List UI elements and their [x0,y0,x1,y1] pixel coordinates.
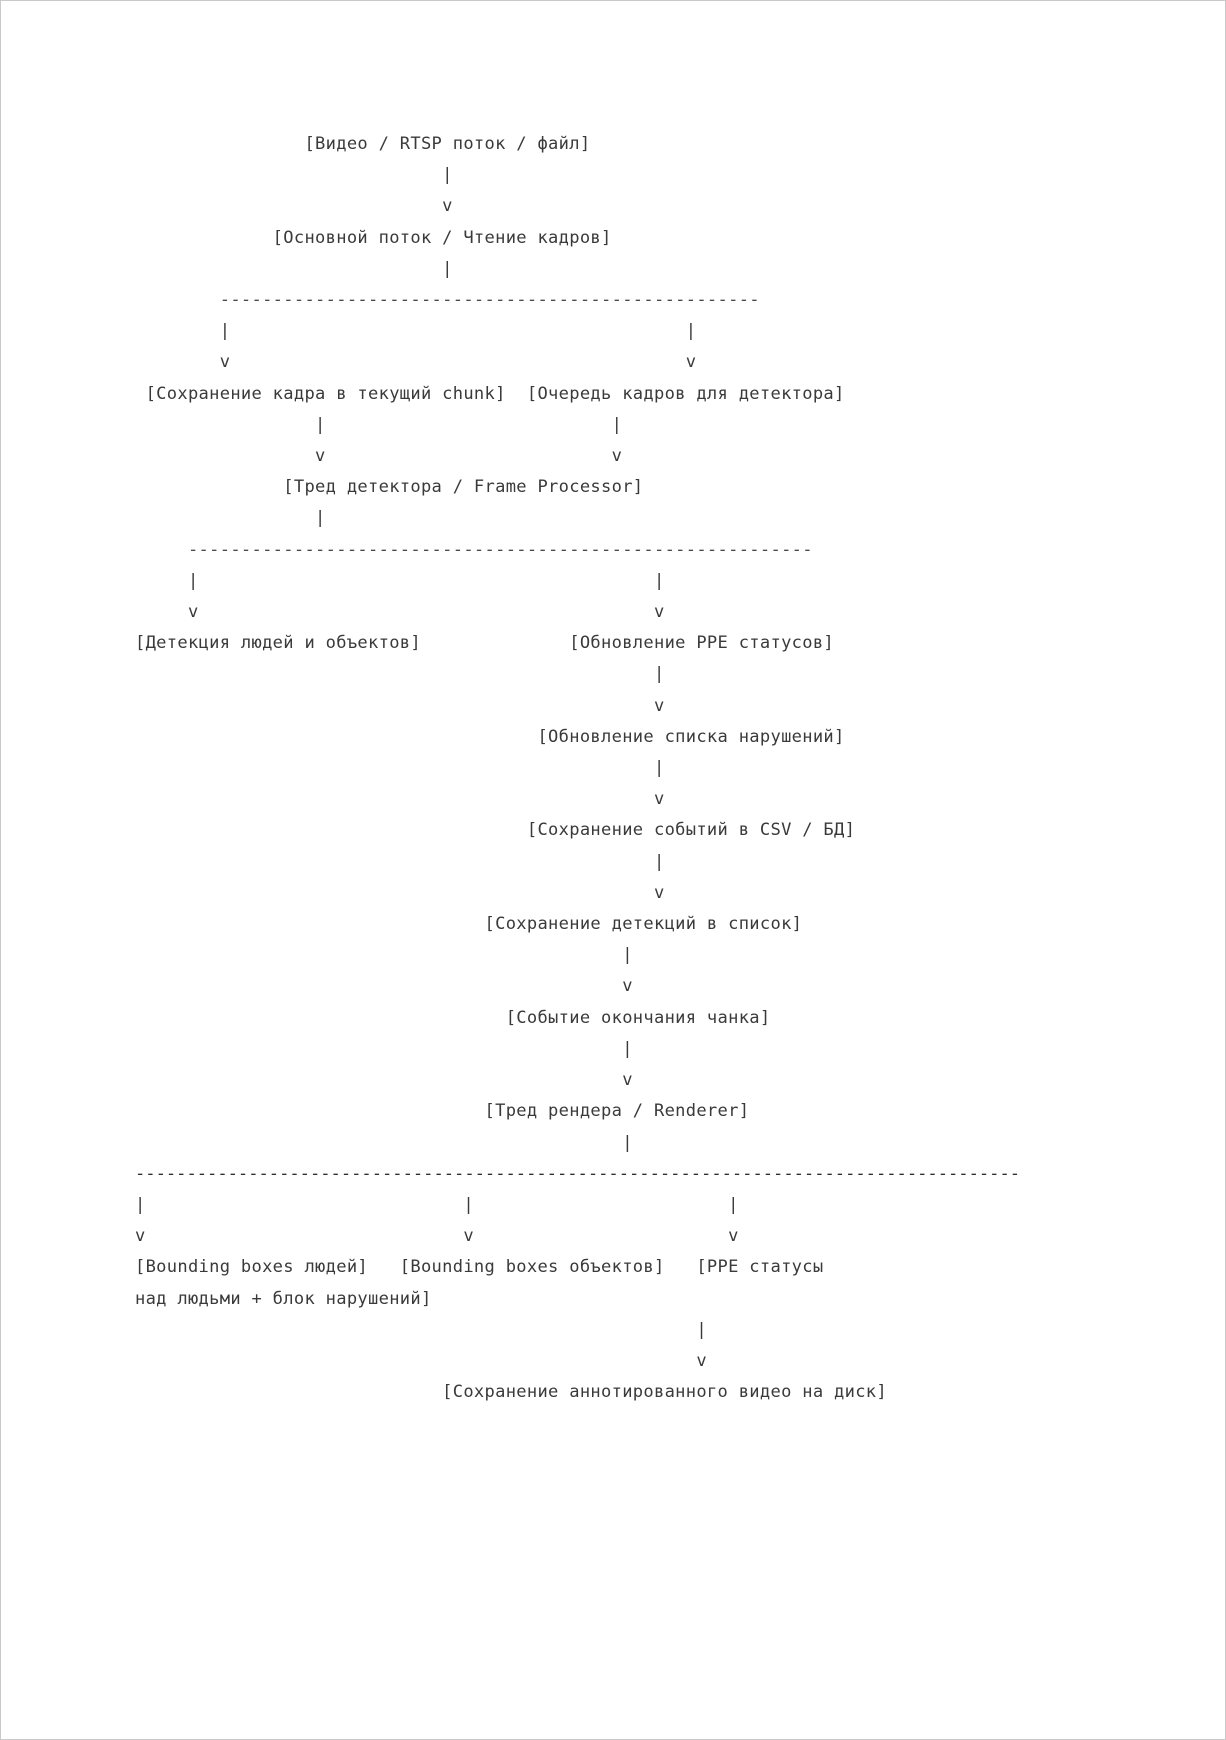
ascii-line-node: [Тред детектора / Frame Processor] [135,477,644,498]
ascii-line-pipe: | | | [135,1194,739,1215]
ascii-line-pipe: | [135,508,326,529]
ascii-line-pipe: | | [135,570,665,591]
ascii-line-arrow: v [135,1350,707,1371]
ascii-line-node: [Сохранение аннотированного видео на дис… [135,1382,887,1403]
ascii-line-node: [Видео / RTSP поток / файл] [135,134,591,154]
ascii-line-node: [Сохранение кадра в текущий chunk] [Очер… [135,383,845,404]
ascii-line-pipe: | [135,1132,633,1153]
ascii-line-pipe: | [135,165,453,186]
ascii-line-pipe: | [135,1319,707,1340]
ascii-line-pipe: | [135,945,633,966]
ascii-line-arrow: v v [135,352,697,373]
ascii-line-node: [Сохранение детекций в список] [135,914,803,935]
ascii-line-pipe: | | [135,414,623,435]
ascii-line-node: [Bounding boxes людей] [Bounding boxes о… [135,1257,824,1278]
ascii-line-arrow: v [135,196,453,217]
ascii-line-arrow: v v [135,602,665,623]
ascii-line-node: [Обновление списка нарушений] [135,726,845,747]
ascii-line-arrow: v v [135,446,623,467]
ascii-line-node: [Событие окончания чанка] [135,1007,771,1028]
ascii-line-node: [Детекция людей и объектов] [Обновление … [135,633,835,654]
ascii-line-pipe: | [135,851,665,872]
ascii-line-arrow: v [135,1070,633,1091]
ascii-line-pipe: | | [135,321,697,342]
ascii-flow-diagram: [Видео / RTSP поток / файл] | v [Основно… [135,129,1020,1408]
ascii-line-arrow: v [135,695,665,716]
ascii-line-node: [Тред рендера / Renderer] [135,1101,750,1122]
ascii-line-node: над людьми + блок нарушений] [135,1288,432,1309]
ascii-line-pipe: | [135,664,665,685]
ascii-line-rule: ----------------------------------------… [135,539,813,560]
ascii-line-pipe: | [135,258,453,279]
ascii-line-pipe: | [135,1038,633,1059]
ascii-line-arrow: v [135,976,633,997]
ascii-line-node: [Сохранение событий в CSV / БД] [135,820,856,841]
ascii-line-rule-heavy: ----------------------------------------… [135,1163,1021,1184]
ascii-line-node: [Основной поток / Чтение кадров] [135,227,612,248]
ascii-line-arrow: v [135,882,665,903]
ascii-line-pipe: | [135,758,665,779]
ascii-line-arrow: v [135,789,665,810]
ascii-line-arrow: v v v [135,1226,739,1247]
ascii-line-rule: ----------------------------------------… [135,290,760,311]
